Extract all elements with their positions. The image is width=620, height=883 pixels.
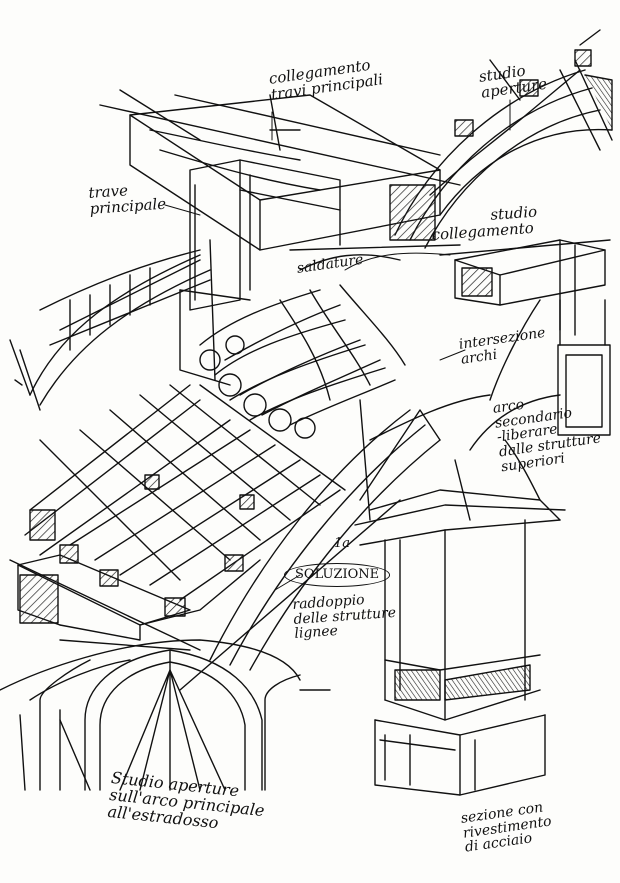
note-arco-secondario: arco secondario -liberare dalle struttur… (491, 396, 602, 476)
note-soluzione: SOLUZIONE (284, 563, 391, 587)
central-post (179, 159, 341, 386)
right-pilaster (354, 394, 566, 796)
right-vertical-frame (489, 299, 611, 436)
top-main-beam (99, 89, 461, 251)
left-beam-curve (9, 249, 211, 411)
floor-beam-grid (24, 384, 346, 617)
roof-tiles (199, 244, 461, 439)
note-trave-principale: trave principale (87, 181, 167, 218)
bottom-arches (0, 639, 301, 791)
top-right-arch (394, 29, 613, 249)
note-soluzione-number: 1a (334, 536, 351, 551)
collegamento-box (439, 239, 611, 336)
lower-beam-block (9, 554, 261, 651)
note-raddoppio: raddoppio delle strutture lignee (291, 591, 397, 643)
